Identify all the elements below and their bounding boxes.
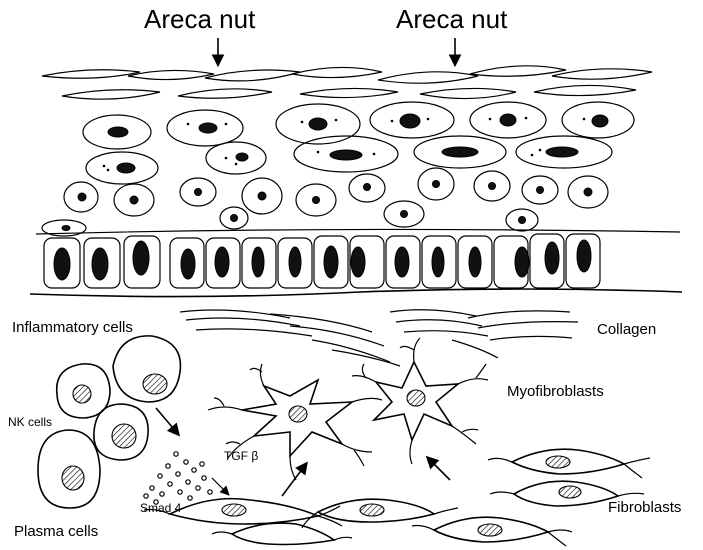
spinous-cells-row1 bbox=[83, 102, 634, 149]
areca-nut-label-left: Areca nut bbox=[144, 4, 256, 34]
plasma-cells-label: Plasma cells bbox=[14, 523, 98, 540]
areca-nut-label-right: Areca nut bbox=[396, 4, 508, 34]
fibroblasts-label: Fibroblasts bbox=[608, 499, 681, 516]
tgf-beta-label: TGF β bbox=[224, 449, 258, 463]
fibroblast-to-myofibroblast-arrow-left bbox=[282, 464, 306, 496]
superficial-flat-cells bbox=[42, 66, 652, 99]
smad4-label: Smad 4 bbox=[140, 501, 182, 515]
tgf-beta-particles bbox=[144, 452, 212, 504]
myofibroblasts-label: Myofibroblasts bbox=[507, 383, 604, 400]
basal-cell-layer bbox=[30, 229, 682, 296]
nk-cells-label: NK cells bbox=[8, 415, 52, 429]
smad4-arrow bbox=[212, 478, 228, 494]
inflammatory-cells bbox=[38, 336, 180, 508]
spinous-cells-row3 bbox=[42, 168, 608, 236]
inflammatory-cells-label: Inflammatory cells bbox=[12, 319, 133, 336]
fibroblast-cells bbox=[144, 449, 650, 546]
myofibroblast-right bbox=[352, 338, 488, 464]
collagen-fibers bbox=[180, 310, 578, 366]
inflammatory-arrow bbox=[156, 408, 178, 434]
collagen-label: Collagen bbox=[597, 321, 656, 338]
fibroblast-to-myofibroblast-arrow-right bbox=[428, 458, 450, 480]
